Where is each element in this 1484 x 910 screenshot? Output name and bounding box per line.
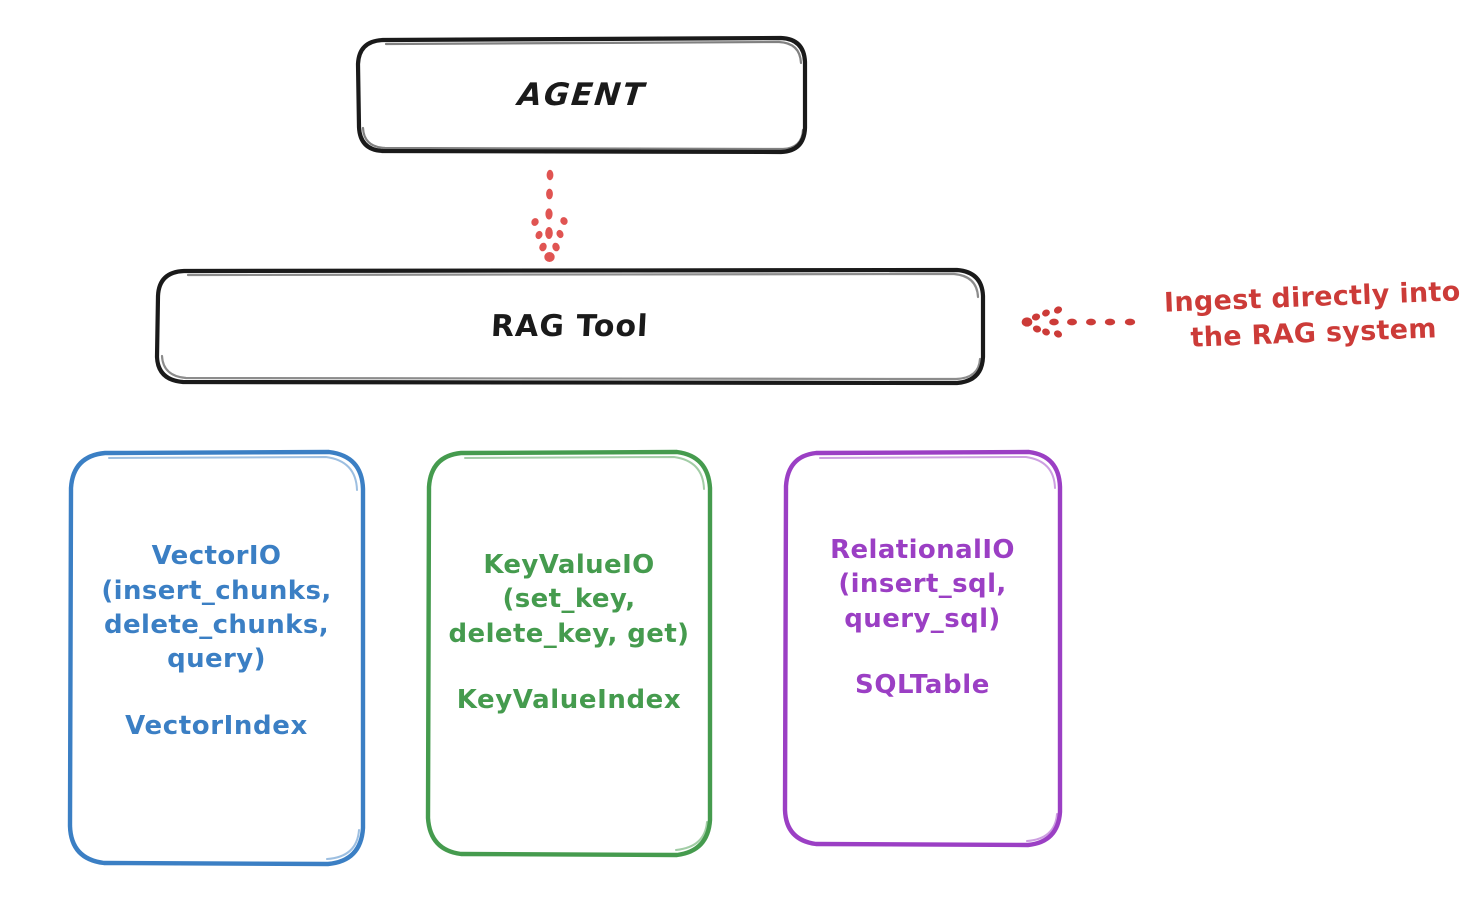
card-relational-io-content: RelationalIO (insert_sql, query_sql) SQL… [785,533,1060,700]
key-value-index-label: KeyValueIndex [456,684,682,715]
key-value-io-title: KeyValueIO (set_key, delete_key, get) [448,550,690,649]
card-key-value-io-content: KeyValueIO (set_key, delete_key, get) Ke… [428,548,710,715]
card-relational-io[interactable]: RelationalIO (insert_sql, query_sql) SQL… [785,452,1060,845]
node-rag-tool[interactable]: RAG Tool [157,270,983,383]
relational-io-title: RelationalIO (insert_sql, query_sql) [830,535,1015,634]
card-vector-io-content: VectorIO (insert_chunks, delete_chunks, … [70,539,363,740]
agent-label: AGENT [515,77,648,113]
agent-to-rag-tool-arrow [531,169,568,262]
card-vector-io[interactable]: VectorIO (insert_chunks, delete_chunks, … [70,452,363,864]
vector-io-title: VectorIO (insert_chunks, delete_chunks, … [101,541,332,675]
vector-index-label: VectorIndex [125,710,308,741]
ingest-annotation-text: Ingest directly into the RAG system [1163,276,1462,355]
rag-tool-label: RAG Tool [490,309,650,344]
card-key-value-io[interactable]: KeyValueIO (set_key, delete_key, get) Ke… [428,452,710,855]
ingest-to-rag-tool-arrow [1021,306,1136,338]
node-agent[interactable]: AGENT [358,38,805,152]
sql-table-label: SQLTable [855,669,990,700]
